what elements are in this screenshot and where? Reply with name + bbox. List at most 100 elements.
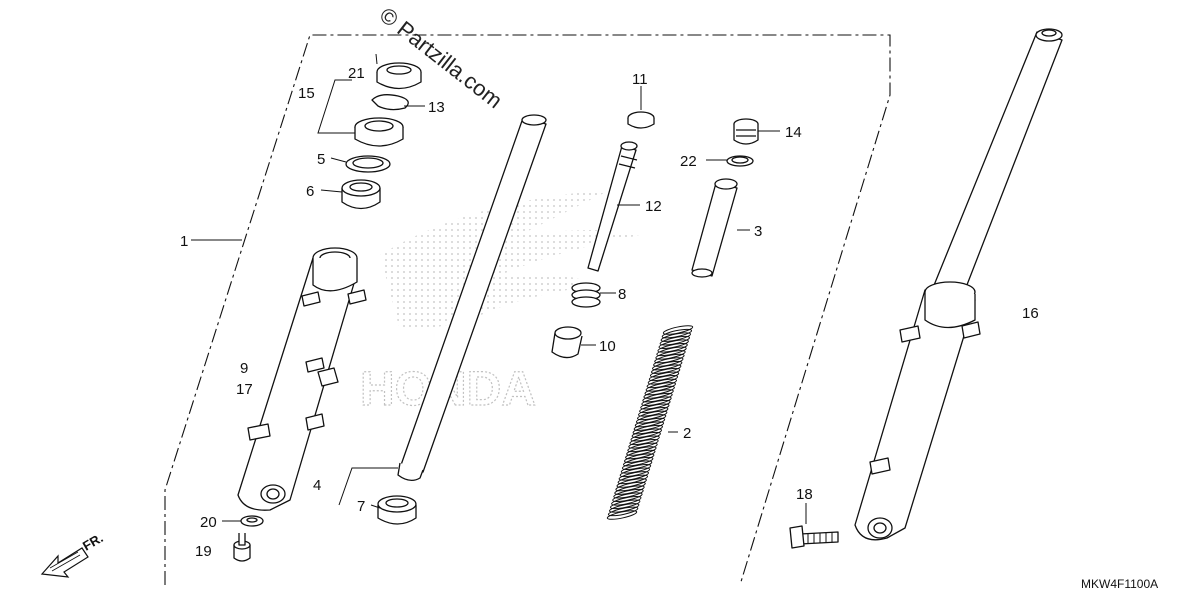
part-5-backup-ring[interactable] [345,155,391,173]
callout-19[interactable]: 19 [195,543,212,560]
spring-coil [645,382,676,392]
callout-13[interactable]: 13 [428,99,445,116]
spring-coil [624,453,655,463]
spring-coil [658,339,689,349]
spring-coil [617,474,648,485]
callout-15[interactable]: 15 [298,85,315,102]
callout-7[interactable]: 7 [357,498,365,515]
spring-coil [641,396,672,406]
spring-coil [625,449,656,460]
callout-22[interactable]: 22 [680,153,697,170]
spring-coil [618,471,649,481]
callout-16[interactable]: 16 [1022,305,1039,322]
callouts: 1 2 3 4 5 6 7 8 9 10 11 12 13 14 15 16 1… [180,65,1039,560]
spring-coil [631,428,662,438]
callout-14[interactable]: 14 [785,124,802,141]
spring-coil [633,421,665,431]
callout-10[interactable]: 10 [599,338,616,355]
spring-coil [659,335,690,346]
part-9-fork-slider[interactable] [237,247,367,511]
spring-coil [648,371,680,382]
spring-coil [626,446,657,456]
part-10-piece[interactable] [551,326,583,359]
part-12-spacer[interactable] [587,141,638,272]
part-2-fork-spring[interactable] [606,324,694,521]
spring-coil [660,332,691,342]
spring-coil [616,478,647,488]
callout-12[interactable]: 12 [645,198,662,215]
spring-coil [619,467,651,478]
spring-coil [623,456,654,467]
spring-coil [662,325,694,335]
spring-coil [649,367,681,378]
spring-coil [621,460,653,470]
callout-11[interactable]: 11 [632,71,648,88]
callout-1[interactable]: 1 [180,233,188,250]
part-22-oring[interactable] [726,155,754,167]
part-3-fork-pipe[interactable] [691,178,738,278]
spring-coil [654,353,685,364]
front-indicator: FR. [40,530,106,578]
callout-2[interactable]: 2 [683,425,691,442]
spring-coil [627,442,658,453]
spring-coil [611,496,642,506]
spring-coil [646,378,677,389]
spring-coil [634,417,666,428]
spring-coil [639,403,670,414]
part-19-socket-bolt[interactable] [233,533,251,562]
spring-coil [651,364,682,374]
arrow-icon [40,547,89,578]
callout-17[interactable]: 17 [236,381,253,398]
spring-coil [642,392,673,403]
callout-8[interactable]: 8 [618,286,626,303]
spring-coil [652,360,683,371]
callout-9[interactable]: 9 [240,360,248,377]
part-18-bolt[interactable] [789,525,839,549]
spring-coil [606,510,638,520]
spring-coil [609,503,640,513]
spring-coil [613,488,644,499]
spring-coil [610,499,641,510]
spring-coil [661,328,693,339]
spring-coil [612,492,643,502]
part-13-clip[interactable] [371,94,409,111]
callout-4[interactable]: 4 [313,477,321,494]
spring-coil [632,424,663,435]
spring-coil [640,399,671,410]
spring-coil [637,410,668,421]
part-14-fork-cap[interactable] [733,118,759,145]
bracket-15 [317,79,356,134]
callout-3[interactable]: 3 [754,223,762,240]
callout-20[interactable]: 20 [200,514,217,531]
spring-coil [657,343,688,353]
callout-18[interactable]: 18 [796,486,813,503]
diagram-code: MKW4F1100A [1081,577,1158,591]
part-21-dust-seal[interactable] [376,62,422,90]
spring-coil [630,431,661,442]
spring-coil [629,435,660,446]
part-11-oring[interactable] [627,111,655,129]
callout-21[interactable]: 21 [348,65,365,82]
part-8-rebound-spring[interactable] [571,282,601,308]
spring-coil [655,350,686,360]
part-7-slider-bushing[interactable] [377,495,417,525]
spring-coil [607,506,639,517]
spring-coil [638,407,669,417]
callout-6[interactable]: 6 [306,183,314,200]
spring-coil [635,414,667,424]
callout-5[interactable]: 5 [317,151,325,168]
part-20-washer[interactable] [240,515,264,527]
assembly-boundary [164,34,891,586]
spring-coil [656,346,687,357]
spring-coil [647,375,679,385]
spring-coil [614,485,645,495]
part-15-oil-seal[interactable] [354,117,404,147]
spring-coil [628,439,659,449]
spring-coil [644,385,675,396]
part-6-guide-bushing[interactable] [341,179,381,210]
spring-coil [643,389,674,399]
part-16-right-fork[interactable] [854,28,1063,541]
leader-lines [191,53,807,524]
part-4-fork-tube[interactable] [397,114,547,482]
